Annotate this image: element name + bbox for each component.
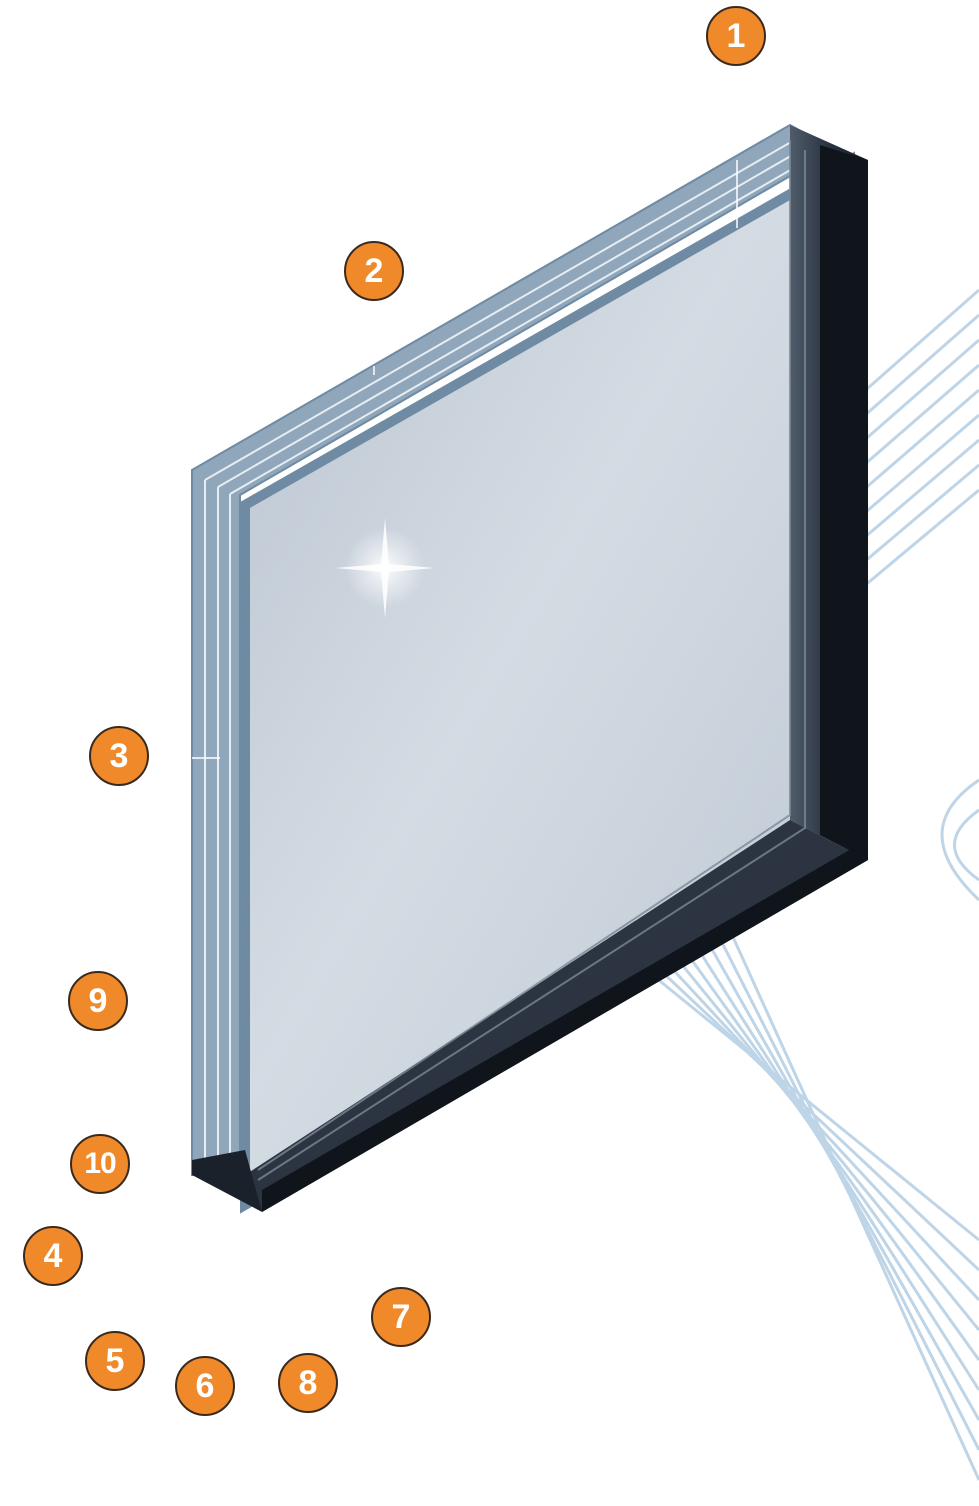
callout-4-marker: 4 (23, 1226, 83, 1286)
callout-7-marker: 7 (371, 1287, 431, 1347)
callout-8-marker: 8 (278, 1353, 338, 1413)
callout-10-label: 10 (84, 1147, 116, 1180)
glass-reflection (335, 518, 435, 618)
callout-10-marker: 10 (70, 1134, 130, 1194)
callout-9-marker: 9 (68, 971, 128, 1031)
callout-2-marker: 2 (344, 241, 404, 301)
callout-3-label: 3 (109, 737, 129, 775)
callout-1-label: 1 (726, 17, 746, 55)
callout-5-marker: 5 (85, 1331, 145, 1391)
callout-7-label: 7 (391, 1298, 411, 1336)
callout-4-label: 4 (43, 1237, 63, 1275)
callout-6-label: 6 (195, 1367, 215, 1405)
callout-3-marker: 3 (89, 726, 149, 786)
callout-9-label: 9 (88, 982, 108, 1020)
callout-8-label: 8 (298, 1364, 318, 1402)
callout-2-label: 2 (364, 252, 384, 290)
callout-5-label: 5 (105, 1342, 125, 1380)
corner-profile (192, 1150, 262, 1212)
callout-1-marker: 1 (706, 6, 766, 66)
callout-6-marker: 6 (175, 1356, 235, 1416)
